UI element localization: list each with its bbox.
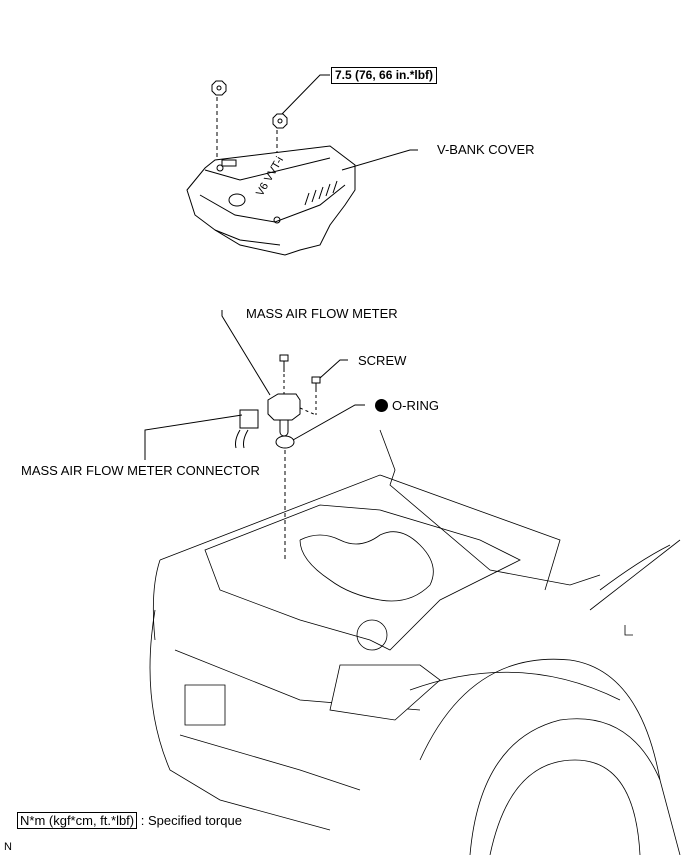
connector-drawing (235, 409, 259, 449)
screw-leader-line (319, 359, 348, 379)
screw-top-icon (279, 354, 289, 372)
footer-code: N (4, 841, 12, 853)
connector-label: MASS AIR FLOW METER CONNECTOR (21, 463, 260, 478)
toyota-emblem-icon (228, 193, 246, 207)
o-ring-label: O-RING (375, 398, 439, 414)
v-bank-cover-leader-line (341, 149, 418, 171)
legend-units-box: N*m (kgf*cm, ft.*lbf) (17, 812, 138, 829)
screw-label: SCREW (358, 353, 407, 368)
mass-air-flow-meter-label: MASS AIR FLOW METER (246, 306, 398, 321)
v-bank-cover-drawing: V6 VVT-i (186, 145, 356, 256)
nut-right-icon (272, 113, 288, 129)
non-reusable-part-icon (375, 399, 388, 412)
vehicle-front-drawing (149, 429, 681, 855)
torque-spec-label: 7.5 (76, 66 in.*lbf) (331, 67, 438, 84)
screw-side-icon (311, 376, 321, 392)
nut-left-icon (211, 80, 227, 96)
maf-leader-line (221, 310, 271, 396)
connector-leader-line (144, 414, 243, 460)
o-ring-drawing (275, 435, 295, 449)
torque-leader-line (281, 74, 330, 115)
torque-legend: N*m (kgf*cm, ft.*lbf) : Specified torque (17, 812, 242, 829)
o-ring-text: O-RING (392, 398, 439, 413)
v-bank-cover-label: V-BANK COVER (437, 142, 535, 157)
mass-air-flow-meter-drawing (267, 393, 301, 437)
o-ring-leader-line (292, 404, 365, 441)
legend-description: : Specified torque (140, 813, 242, 828)
